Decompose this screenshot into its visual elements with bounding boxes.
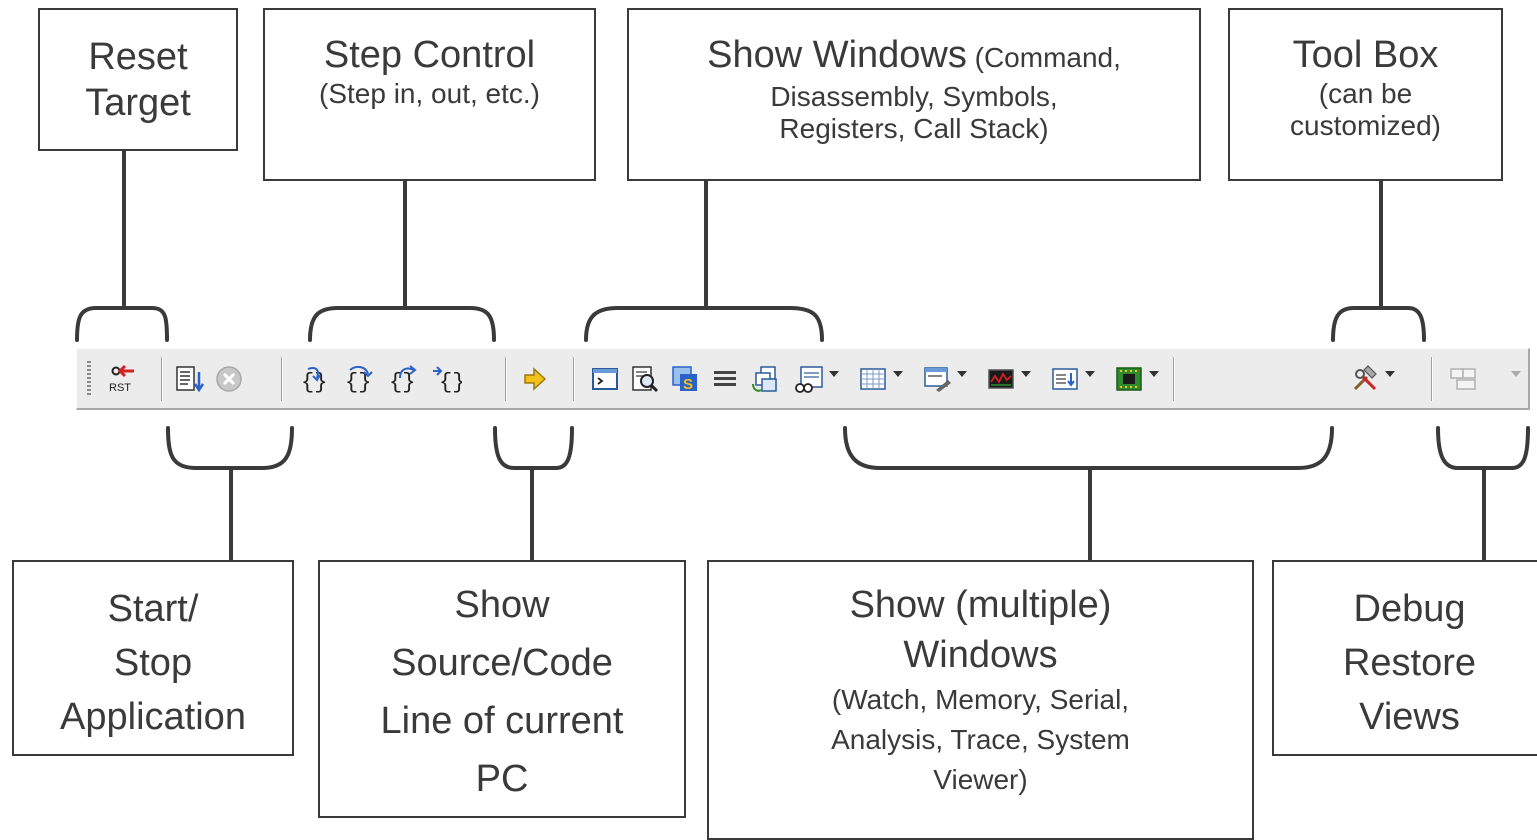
stop-icon — [216, 366, 242, 392]
debug-toolbar: RST {} {} — [76, 348, 1530, 410]
memory-window-icon — [860, 368, 886, 390]
analysis-window-icon — [988, 369, 1014, 389]
serial-window-icon — [924, 367, 951, 392]
analysis-dropdown-arrow[interactable] — [1021, 371, 1031, 377]
watch-window-button[interactable] — [793, 363, 825, 395]
toolbox-icon — [1353, 365, 1377, 391]
reset-icon: RST — [109, 364, 134, 394]
show-current-line-button[interactable] — [519, 363, 551, 395]
command-window-icon — [592, 368, 618, 390]
svg-text:S: S — [683, 376, 693, 393]
serial-window-button[interactable] — [921, 363, 953, 395]
trace-window-button[interactable] — [1049, 363, 1081, 395]
restore-views-dropdown-arrow[interactable] — [1511, 371, 1521, 377]
start-stop-line1: Start/ — [107, 588, 199, 630]
show-multiple-windows-callout: Show (multiple) Windows (Watch, Memory, … — [707, 560, 1254, 840]
trace-window-icon — [1052, 368, 1078, 390]
tool-box-line2: (can be — [1318, 78, 1413, 109]
disassembly-window-icon — [632, 366, 659, 393]
disassembly-window-button[interactable] — [629, 363, 661, 395]
show-multiple-line5: Viewer) — [933, 764, 1028, 795]
serial-dropdown-arrow[interactable] — [957, 371, 967, 377]
separator — [505, 357, 507, 401]
tool-box-callout: Tool Box (can be customized) — [1228, 8, 1503, 181]
separator — [281, 357, 283, 401]
step-over-icon: {} — [345, 365, 373, 394]
run-to-cursor-button[interactable]: {} — [431, 363, 463, 395]
show-multiple-line1: Show (multiple) — [849, 584, 1112, 626]
tool-box-line3: customized) — [1290, 110, 1441, 141]
restore-views-button[interactable] — [1447, 363, 1479, 395]
restore-views-icon — [1450, 368, 1476, 390]
run-to-cursor-icon: {} — [433, 366, 462, 394]
svg-text:{}: {} — [301, 370, 327, 394]
show-source-line2: Source/Code — [391, 642, 613, 684]
reset-target-line1: Reset — [88, 36, 188, 78]
reset-button[interactable]: RST — [107, 363, 139, 395]
start-stop-line2: Stop — [113, 642, 193, 684]
separator — [1431, 357, 1433, 401]
show-source-line1: Show — [454, 584, 550, 626]
step-over-button[interactable]: {} — [343, 363, 375, 395]
run-button[interactable] — [173, 363, 205, 395]
system-viewer-dropdown-arrow[interactable] — [1149, 371, 1159, 377]
watch-window-icon — [795, 366, 823, 393]
system-viewer-icon — [1116, 367, 1142, 391]
step-control-callout: Step Control (Step in, out, etc.) — [263, 8, 596, 181]
reset-target-callout: Reset Target — [38, 8, 238, 151]
debug-restore-views-callout: Debug Restore Views — [1272, 560, 1537, 756]
step-control-sub: (Step in, out, etc.) — [319, 78, 540, 109]
debug-restore-line2: Restore — [1342, 642, 1477, 684]
separator — [1173, 357, 1175, 401]
separator — [161, 357, 163, 401]
step-out-button[interactable]: {} — [387, 363, 419, 395]
show-multiple-line2: Windows — [903, 634, 1058, 676]
command-window-button[interactable] — [589, 363, 621, 395]
debug-restore-line1: Debug — [1353, 588, 1466, 630]
toolbox-button[interactable] — [1349, 363, 1381, 395]
start-stop-callout: Start/ Stop Application — [12, 560, 294, 756]
show-source-callout: Show Source/Code Line of current PC — [318, 560, 686, 818]
toolbar-grip[interactable] — [87, 361, 91, 397]
show-windows-line3: Registers, Call Stack) — [779, 113, 1049, 144]
show-windows-title: Show Windows — [707, 34, 967, 76]
trace-dropdown-arrow[interactable] — [1085, 371, 1095, 377]
rst-label: RST — [109, 382, 131, 394]
memory-dropdown-arrow[interactable] — [893, 371, 903, 377]
show-current-line-icon — [524, 367, 547, 391]
system-viewer-button[interactable] — [1113, 363, 1145, 395]
start-stop-line3: Application — [60, 696, 246, 738]
show-windows-inline: (Command, — [966, 42, 1121, 73]
tool-box-title: Tool Box — [1292, 34, 1439, 76]
show-multiple-line3: (Watch, Memory, Serial, — [831, 684, 1130, 715]
symbols-window-button[interactable]: S — [669, 363, 701, 395]
separator — [573, 357, 575, 401]
step-control-title: Step Control — [323, 34, 536, 76]
svg-text:{}: {} — [439, 370, 462, 394]
show-source-line4: PC — [475, 758, 529, 800]
step-out-icon: {} — [389, 365, 417, 394]
show-multiple-line4: Analysis, Trace, System — [831, 724, 1130, 755]
registers-window-button[interactable] — [709, 363, 741, 395]
analysis-window-button[interactable] — [985, 363, 1017, 395]
show-windows-line2: Disassembly, Symbols, — [770, 81, 1058, 112]
memory-window-button[interactable] — [857, 363, 889, 395]
show-windows-callout: Show Windows (Command, Disassembly, Symb… — [627, 8, 1201, 181]
run-icon — [176, 366, 204, 393]
step-in-button[interactable]: {} — [299, 363, 331, 395]
call-stack-window-button[interactable] — [749, 363, 781, 395]
step-in-icon: {} — [301, 367, 327, 394]
reset-target-line2: Target — [85, 82, 191, 124]
watch-dropdown-arrow[interactable] — [829, 371, 839, 377]
stop-button[interactable] — [213, 363, 245, 395]
call-stack-window-icon — [752, 366, 777, 392]
registers-window-icon — [714, 371, 736, 386]
show-source-line3: Line of current — [380, 700, 624, 742]
toolbox-dropdown-arrow[interactable] — [1385, 371, 1395, 377]
symbols-window-icon: S — [672, 366, 697, 393]
debug-restore-line3: Views — [1359, 696, 1460, 738]
